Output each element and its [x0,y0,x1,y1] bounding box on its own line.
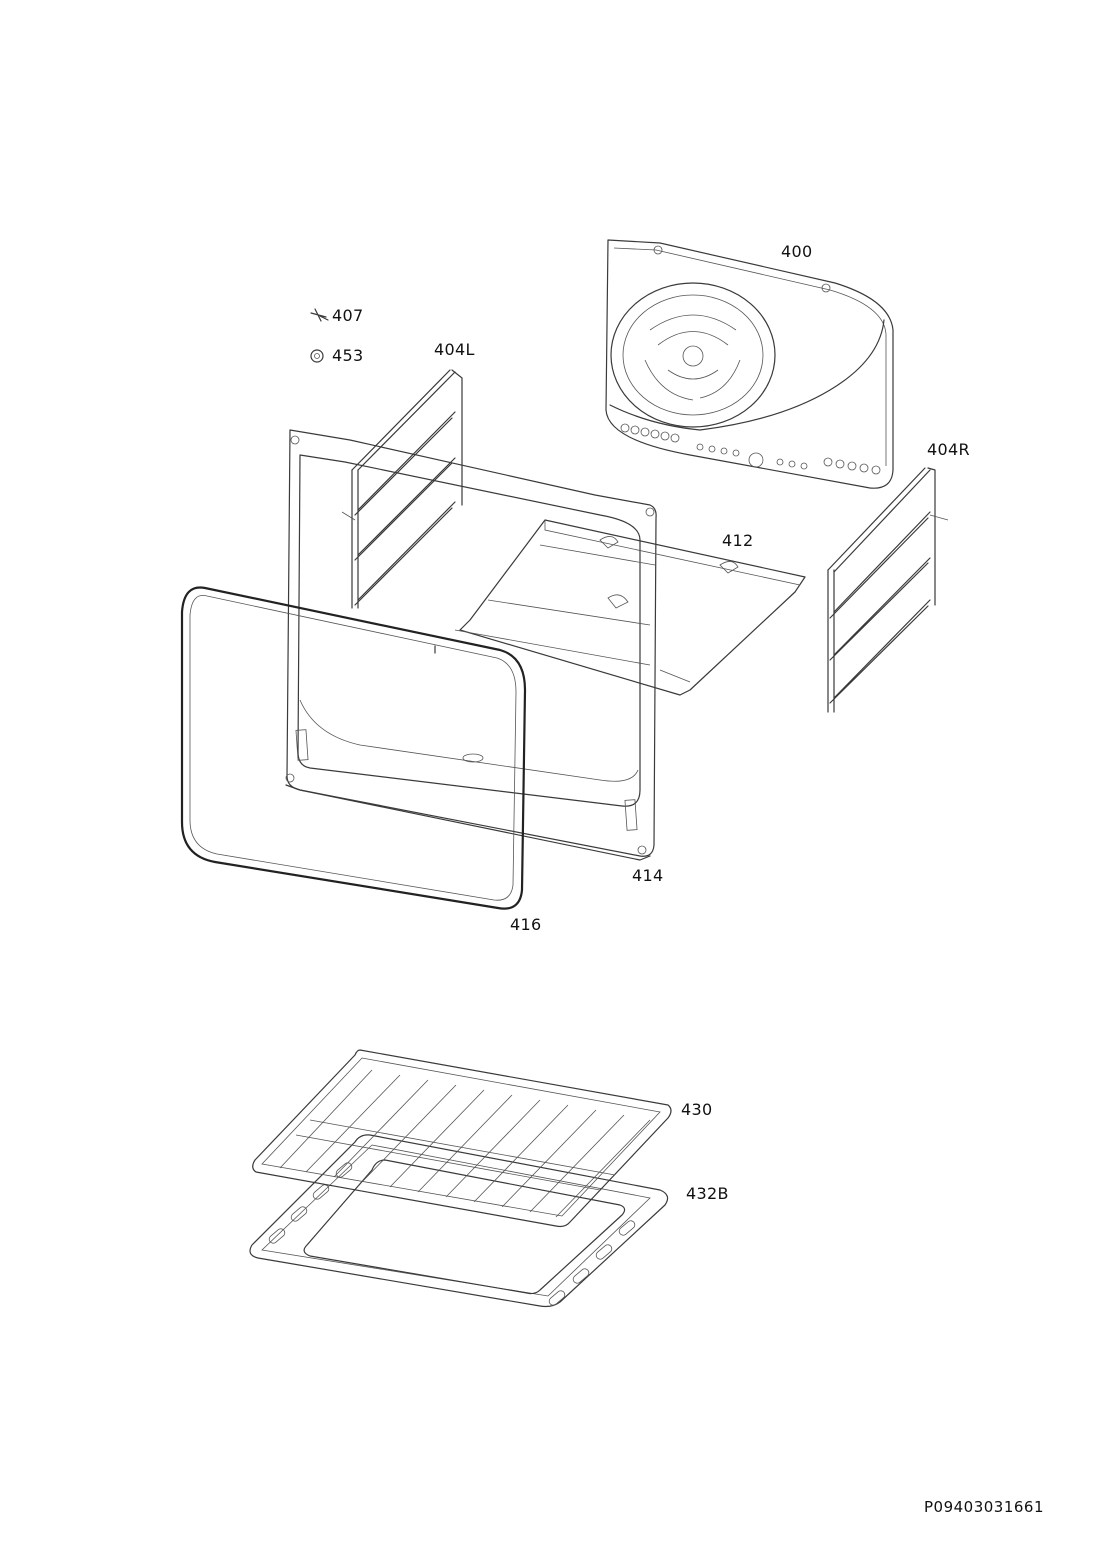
label-430: 430 [681,1100,713,1119]
label-416: 416 [510,915,542,934]
label-412: 412 [722,531,754,550]
part-453-nut [310,349,324,363]
part-412-bottom-plate [454,519,806,696]
part-407-screw [310,308,329,322]
part-416-door-seal [180,586,527,910]
label-407: 407 [332,306,364,325]
document-code: P09403031661 [924,1498,1045,1516]
label-404L: 404L [434,340,475,359]
part-430-wire-shelf [252,1049,672,1228]
part-432B-baking-tray [249,1134,669,1308]
part-404R-right-rack [827,467,949,713]
part-414-front-frame [285,429,657,861]
label-404R: 404R [927,440,970,459]
label-453: 453 [332,346,364,365]
label-414: 414 [632,866,664,885]
part-400-back-panel [605,239,894,489]
label-400: 400 [781,242,813,261]
label-432B: 432B [686,1184,729,1203]
part-404L-left-rack [341,369,463,609]
